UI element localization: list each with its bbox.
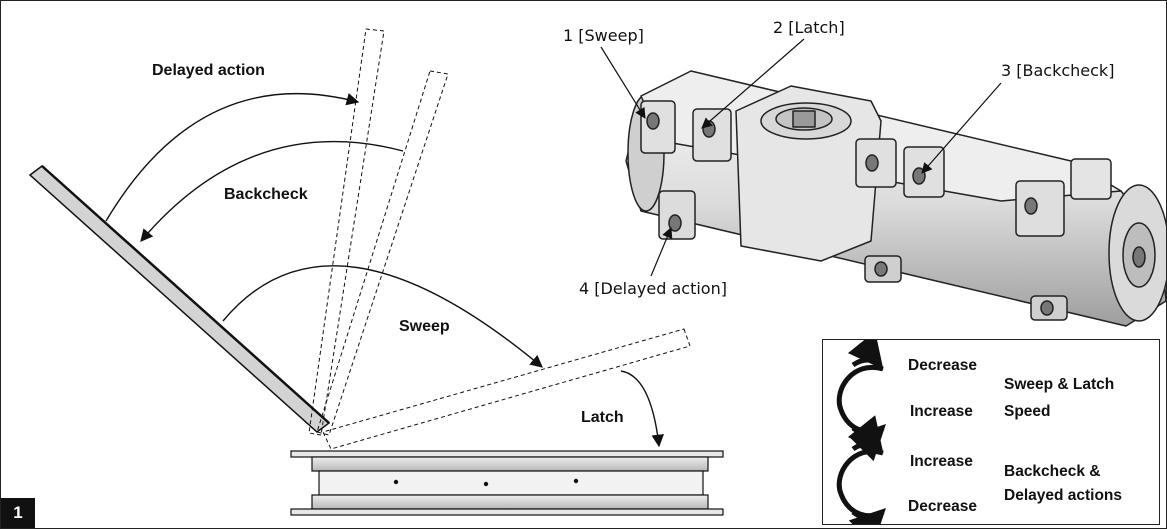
legend-increase-2: Increase <box>910 453 973 470</box>
label-sweep: Sweep <box>399 318 450 335</box>
legend-rotation-arrows <box>836 340 886 524</box>
adjustment-legend: Decrease Increase Sweep & Latch Speed In… <box>822 339 1160 525</box>
delayed-action-arc <box>105 92 360 222</box>
callout-sweep: 1 [Sweep] <box>563 26 644 45</box>
legend-sweep-latch-line2: Speed <box>1004 403 1051 420</box>
legend-decrease-2: Decrease <box>908 498 977 515</box>
legend-sweep-latch-line1: Sweep & Latch <box>1004 376 1115 393</box>
legend-backcheck-line1: Backcheck & <box>1004 463 1101 480</box>
callout-delayed-action: 4 [Delayed action] <box>579 279 727 298</box>
legend-backcheck-line2: Delayed actions <box>1004 487 1123 504</box>
label-latch: Latch <box>581 409 624 426</box>
callout-line-latch <box>701 38 805 129</box>
latch-arc <box>620 370 664 448</box>
door-frame <box>290 450 724 516</box>
callout-backcheck: 3 [Backcheck] <box>1001 61 1115 80</box>
rotation-arrow-icon-2 <box>836 415 886 524</box>
callout-line-sweep <box>600 46 646 119</box>
legend-decrease-1: Decrease <box>908 357 977 374</box>
callout-line-delayed-action <box>650 227 673 277</box>
figure-number-badge: 1 <box>1 498 35 528</box>
door-open-position <box>28 165 331 433</box>
door-dashed-position-2 <box>316 70 449 436</box>
backcheck-arc <box>140 140 404 242</box>
label-delayed-action: Delayed action <box>152 62 265 79</box>
door-dashed-position-3 <box>322 328 691 450</box>
label-backcheck: Backcheck <box>224 186 308 203</box>
rotation-arrow-icon-1 <box>836 340 886 462</box>
door-dashed-position-1 <box>308 28 385 436</box>
callout-latch: 2 [Latch] <box>773 18 845 37</box>
callout-line-backcheck <box>921 82 1002 174</box>
legend-increase-1: Increase <box>910 403 973 420</box>
sweep-arc <box>222 265 543 368</box>
door-closer-body <box>625 70 1166 327</box>
